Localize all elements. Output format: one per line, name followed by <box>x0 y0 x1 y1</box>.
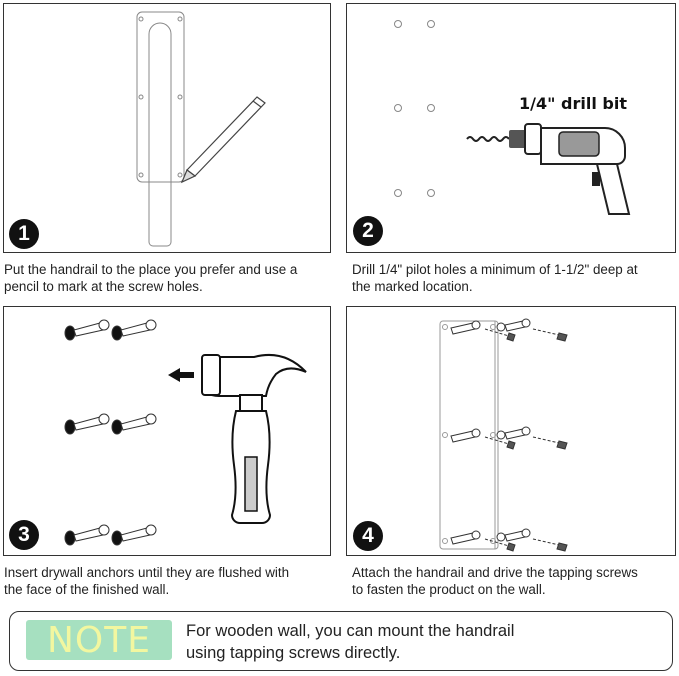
step-3-panel: 3 <box>3 306 331 556</box>
step-1-panel: 1 <box>3 3 331 253</box>
step-4-panel: 4 <box>346 306 676 556</box>
step-3-caption: Insert drywall anchors until they are fl… <box>4 565 290 597</box>
step-number-badge: 4 <box>353 521 383 551</box>
step-number-badge: 3 <box>9 520 39 550</box>
arrow-left-icon <box>168 368 194 382</box>
step-number-badge: 1 <box>9 219 39 249</box>
screw-and-anchor-icons <box>450 318 568 552</box>
note-tag: NOTE <box>26 620 172 661</box>
step-1-caption: Put the handrail to the place you prefer… <box>4 262 298 294</box>
step-2-caption: Drill 1/4" pilot holes a minimum of 1-1/… <box>352 262 638 294</box>
pencil-icon <box>180 96 266 184</box>
step-3-illustration <box>64 319 307 546</box>
mounting-plate <box>136 11 185 183</box>
drywall-anchor-icons <box>64 319 157 546</box>
step-2-illustration <box>394 20 631 215</box>
hammer-icon <box>201 353 307 524</box>
power-drill-icon <box>466 123 631 215</box>
step-4-caption: Attach the handrail and drive the tappin… <box>352 565 638 597</box>
handrail-outline <box>148 22 172 247</box>
step-number-badge: 2 <box>353 216 383 246</box>
step-1-illustration <box>136 11 266 247</box>
step-4-illustration <box>439 318 568 552</box>
note-text: For wooden wall, you can mount the handr… <box>186 622 515 662</box>
step-2-panel: 1/4" drill bit 2 <box>346 3 676 253</box>
drill-bit-label: 1/4" drill bit <box>519 94 627 113</box>
note-box: NOTE For wooden wall, you can mount the … <box>9 611 673 671</box>
